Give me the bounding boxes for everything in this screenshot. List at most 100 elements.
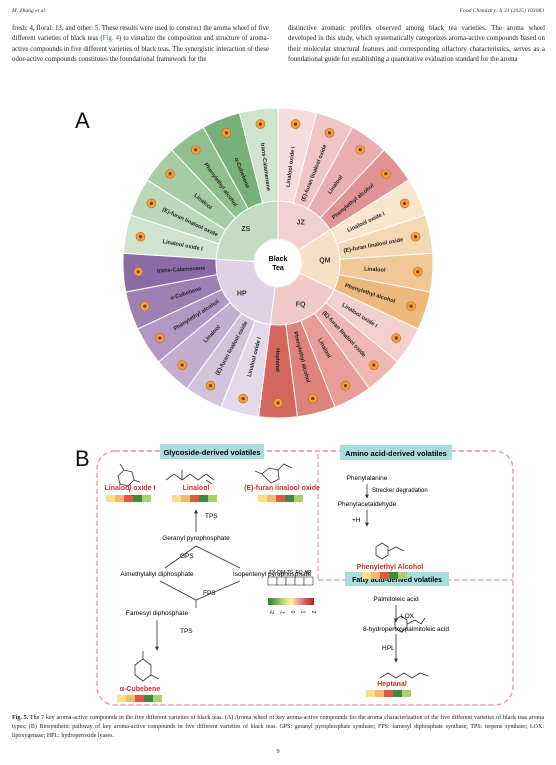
- glyco-title: Glycoside-derived volatiles: [163, 448, 260, 457]
- wheel-compound-label: trans-Calamenene: [157, 266, 206, 275]
- heatmap-cell: [362, 572, 371, 579]
- heatmap-cell: [285, 495, 294, 502]
- running-header-journal: Food Chemistry: X 31 (2025) 103083: [459, 8, 544, 14]
- legend-tick-label: 2: [310, 611, 316, 614]
- color-scale-bar: [268, 598, 314, 605]
- label-palmitoleic: Palmitoleic acid: [373, 596, 419, 603]
- flower-icon: [149, 201, 153, 205]
- flower-icon: [372, 363, 376, 367]
- wheel-center-label: Black: [269, 256, 288, 263]
- legend-column-label: FQ: [296, 570, 303, 576]
- label-phenylacetaldehyde: Phenylacetaldehyde: [338, 501, 397, 508]
- heatmap-cell: [153, 695, 162, 702]
- flower-icon: [413, 235, 418, 239]
- flower-icon: [403, 201, 407, 205]
- pathway-arrows: [155, 484, 398, 663]
- heatmap-cell: [276, 495, 285, 502]
- heatmap-cell: [115, 495, 124, 502]
- heatmap-cell: [208, 495, 217, 502]
- label-tps-1: TPS: [205, 513, 218, 520]
- body-text: distinctive aromatic profiles observed a…: [288, 25, 545, 64]
- label-lox: LOX: [401, 613, 415, 620]
- label-hydroperoxy: 8-hydroperoxypalmitoleic acid: [363, 626, 449, 633]
- flower-icon: [158, 336, 162, 340]
- heatmap-cell: [133, 495, 142, 502]
- label-tps-2: TPS: [180, 628, 193, 635]
- body-column-right: distinctive aromatic profiles observed a…: [288, 24, 545, 66]
- label-phenylalanine: Phenylalanine: [347, 475, 388, 482]
- heatmap-cell: [398, 572, 407, 579]
- flower-icon: [194, 148, 198, 152]
- figure-caption: Fig. 5. The 7 key aroma-active compounds…: [12, 714, 544, 741]
- flower-icon: [241, 397, 245, 401]
- compound-linalool: Linalool: [183, 485, 210, 492]
- heatmap-strips: [106, 495, 411, 702]
- label-farnesyl-pp: Farnesyl diphosphate: [126, 610, 189, 617]
- flower-icon: [384, 172, 388, 176]
- caption-text: The 7 key aroma-active compounds in the …: [12, 715, 544, 739]
- flower-icon: [293, 122, 298, 126]
- label-hpl: HPL: [382, 645, 395, 652]
- body-column-left: fresh: 4, floral: 13, and other: 5. Thes…: [12, 24, 269, 66]
- molecule-structures: [117, 463, 429, 682]
- flower-icon: [168, 172, 172, 176]
- compound-cubebene: α-Cubebene: [120, 686, 161, 693]
- heatmap-cell: [393, 690, 402, 697]
- flower-icon: [343, 384, 348, 388]
- running-header-authors: M. Zhang et al.: [12, 8, 47, 14]
- body-text: ) to visualize the composition and struc…: [12, 35, 269, 64]
- compound-furan-linalool-oxide: (E)-furan linalool oxide: [244, 485, 320, 492]
- heatmap-cell: [199, 495, 208, 502]
- label-geranyl-pp: Geranyl pyrophosphate: [162, 535, 230, 542]
- legend-column-label: ZY: [269, 570, 276, 576]
- legend-box: [276, 576, 287, 586]
- flower-icon: [208, 384, 213, 388]
- heatmap-cell: [126, 695, 135, 702]
- heatmap-cell: [366, 690, 375, 697]
- flower-icon: [311, 397, 315, 401]
- label-gps: GPS: [180, 553, 194, 560]
- flower-icon: [143, 304, 147, 308]
- amino-title: Amino acid-derived volatiles: [345, 449, 447, 458]
- legend-box: [267, 576, 278, 586]
- flower-icon: [224, 131, 229, 135]
- page-number: 9: [276, 748, 280, 755]
- heatmap-cell: [106, 495, 115, 502]
- flower-icon: [138, 235, 143, 239]
- fatty-title: Fatty acid-derived volatiles: [352, 577, 442, 584]
- wheel-compound-label: Linalool oxide I: [286, 146, 297, 188]
- legend-tick-label: -1: [279, 610, 285, 615]
- legend-tick-label: 0: [289, 611, 295, 614]
- sector-code: FQ: [296, 302, 306, 309]
- panel-label-b: B: [75, 446, 90, 471]
- legend-tick-label: 1: [300, 611, 306, 614]
- sector-code: HP: [237, 290, 247, 297]
- pathway-figure: B Glycoside-derived volatiles Amino acid…: [75, 444, 514, 706]
- flower-icon: [327, 131, 332, 135]
- heatmap-cell: [294, 495, 303, 502]
- flower-icon: [136, 270, 140, 274]
- legend-tick-label: -2: [268, 610, 274, 615]
- label-plus-h: +H: [352, 517, 361, 524]
- heatmap-cell: [384, 690, 393, 697]
- label-ipp: Isopentenyl pyrophosphate: [233, 571, 311, 578]
- legend-box: [294, 576, 305, 586]
- heatmap-cell: [190, 495, 199, 502]
- heatmap-cell: [117, 695, 126, 702]
- heatmap-cell: [267, 495, 276, 502]
- heatmap-cell: [135, 695, 144, 702]
- heatmap-cell: [181, 495, 190, 502]
- flower-icon: [416, 270, 420, 274]
- caption-label: Fig. 5.: [12, 715, 29, 721]
- amino-header: [340, 445, 452, 460]
- legend-column-label: HP: [305, 570, 313, 576]
- pathway-frame: [96, 450, 514, 706]
- wheel-center: [253, 238, 303, 288]
- legend-box: [285, 576, 296, 586]
- flower-icon: [276, 401, 280, 405]
- flower-icon: [358, 148, 362, 152]
- figure-link[interactable]: Fig. 4: [102, 35, 120, 43]
